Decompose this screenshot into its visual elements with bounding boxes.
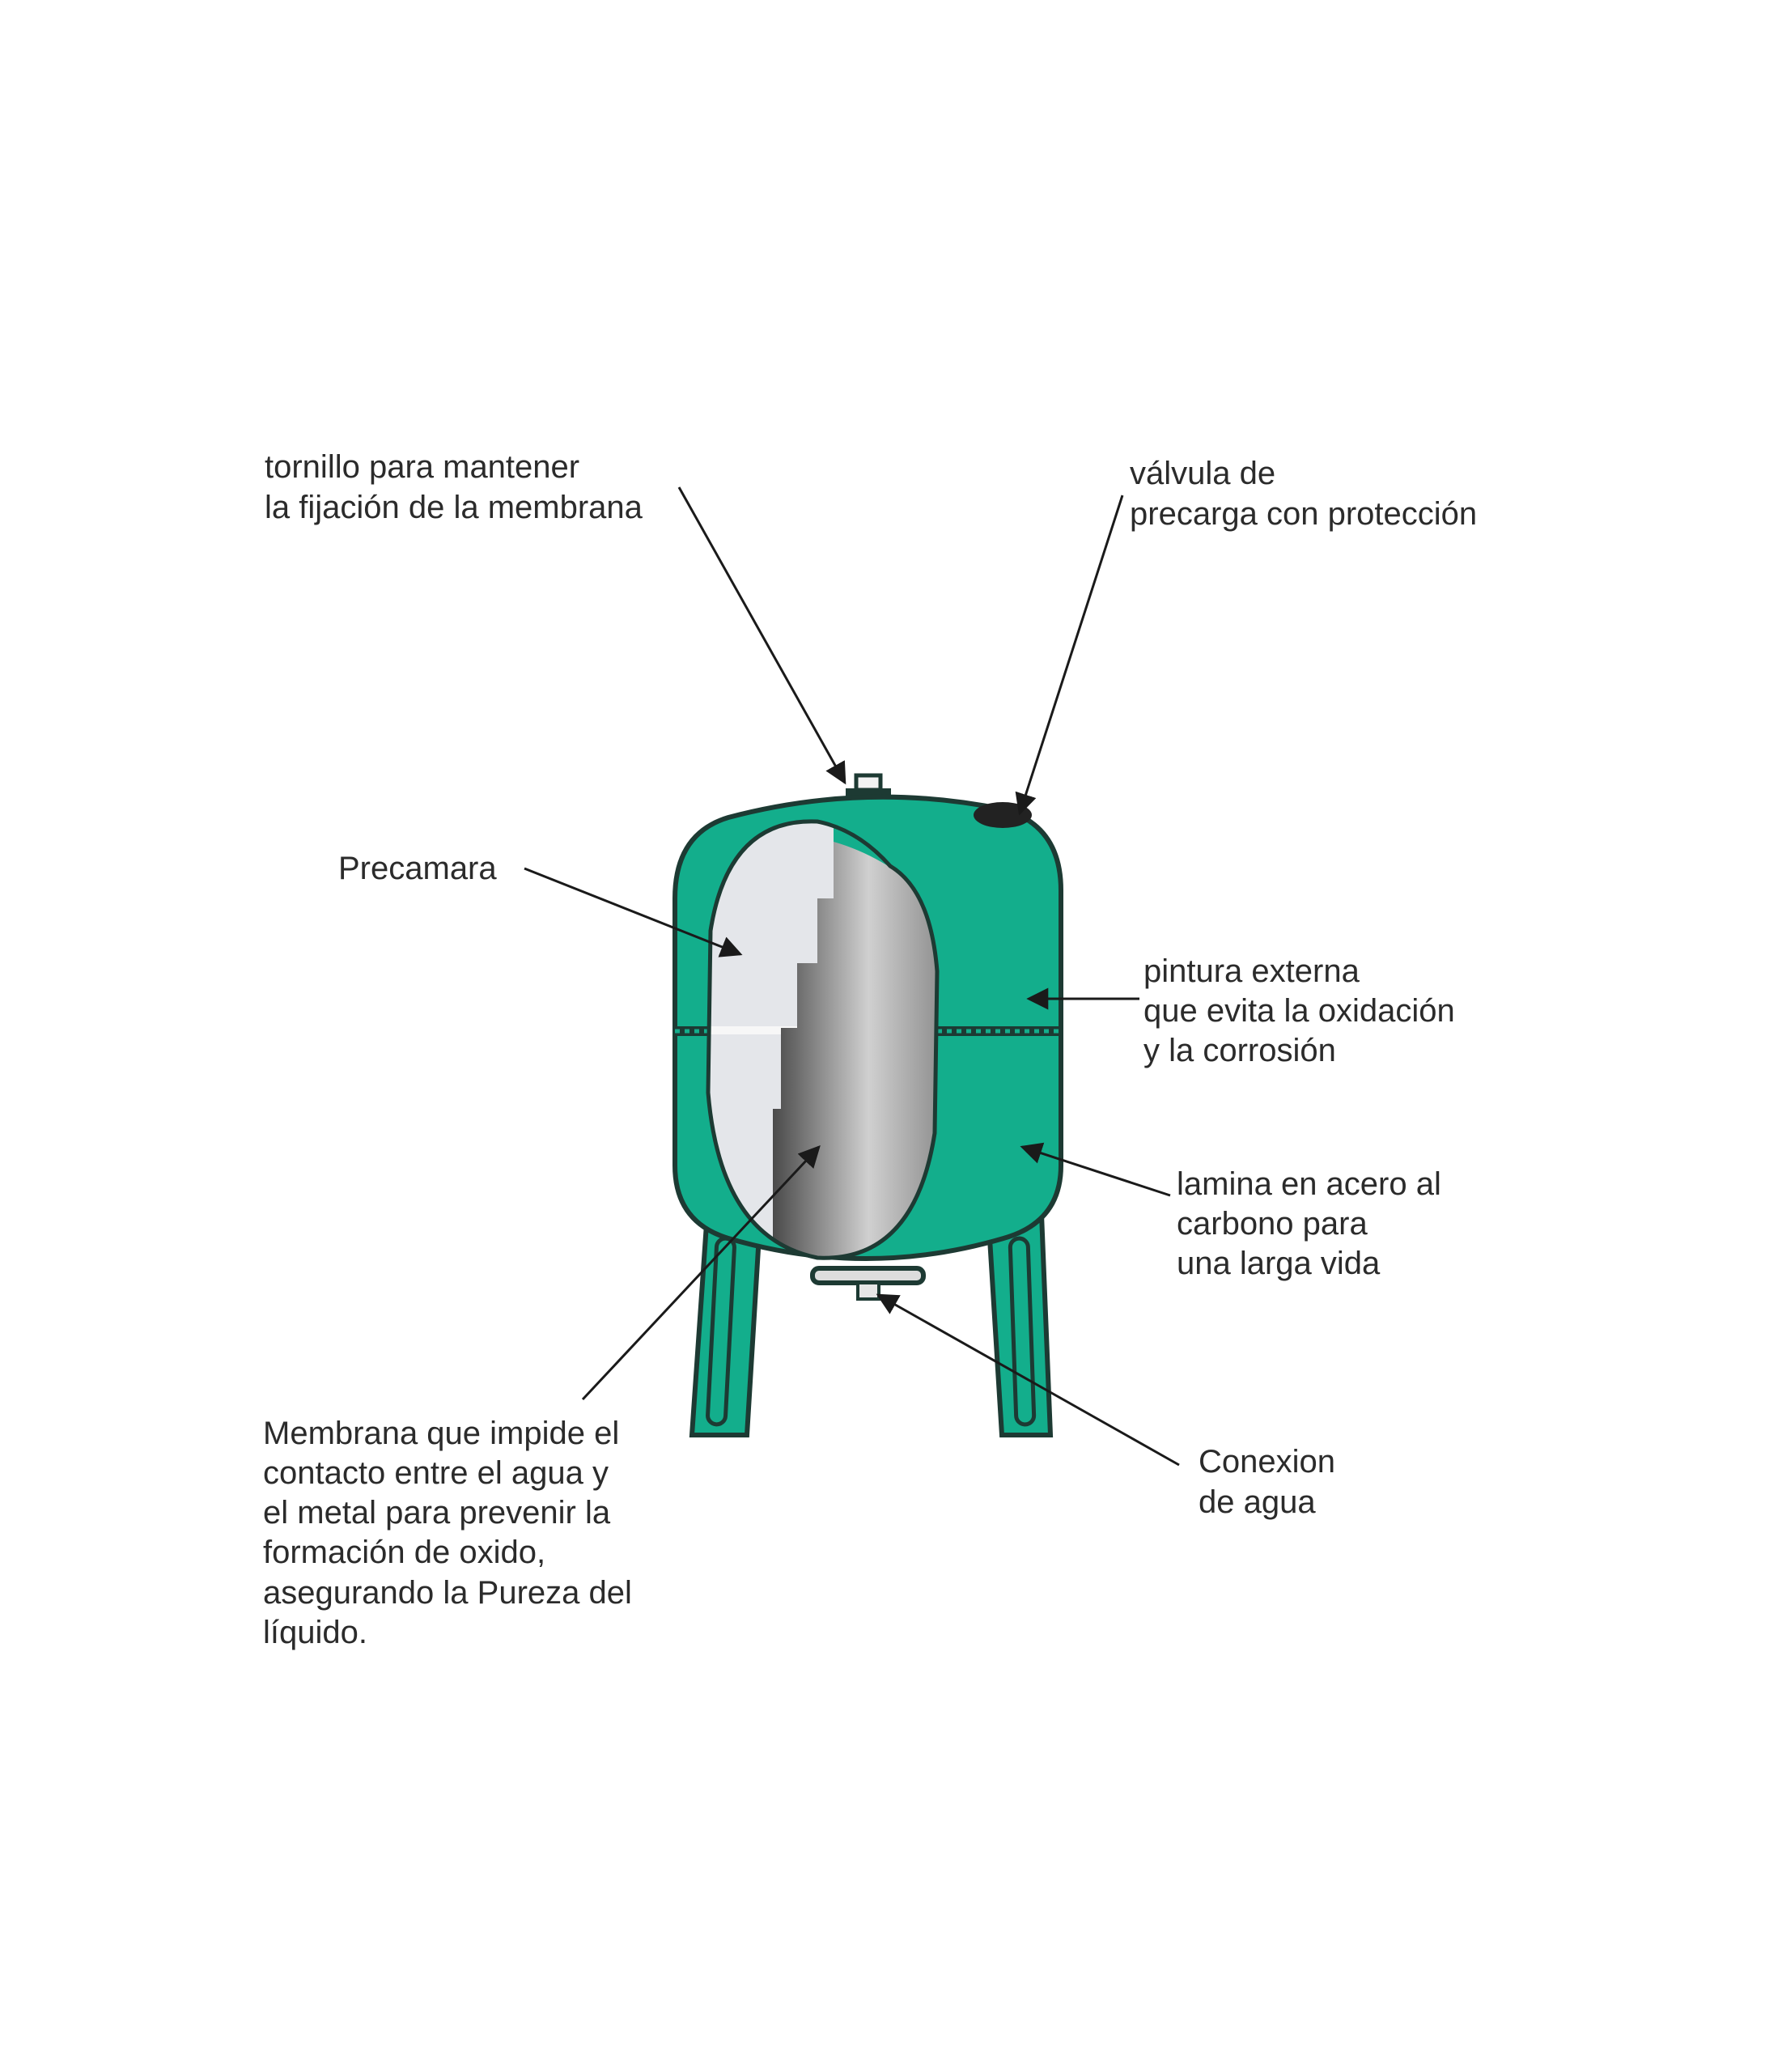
membrane-bolt: [846, 773, 891, 796]
label-valvula: válvula de precarga con protección: [1130, 456, 1477, 532]
arrow-tornillo: [677, 486, 846, 785]
right-leg: [986, 1211, 1054, 1437]
arrow-conexion: [876, 1293, 1180, 1467]
water-connection: [810, 1266, 926, 1301]
arrow-precamara: [524, 867, 743, 957]
label-precamara: Precamara: [338, 851, 497, 886]
arrow-lamina: [1020, 1142, 1171, 1197]
label-lamina: lamina en acero al carbono para una larg…: [1177, 1166, 1450, 1281]
label-membrana: Membrana que impide el contacto entre el…: [263, 1416, 641, 1650]
arrow-valvula: [1015, 495, 1124, 816]
arrow-membrana: [581, 1145, 821, 1401]
label-tornillo: tornillo para mantener la fijación de la…: [265, 449, 643, 525]
label-conexion: Conexion de agua: [1199, 1444, 1344, 1520]
tank-legs: [689, 1209, 1054, 1437]
label-pintura: pintura externa que evita la oxidación y…: [1143, 953, 1464, 1068]
